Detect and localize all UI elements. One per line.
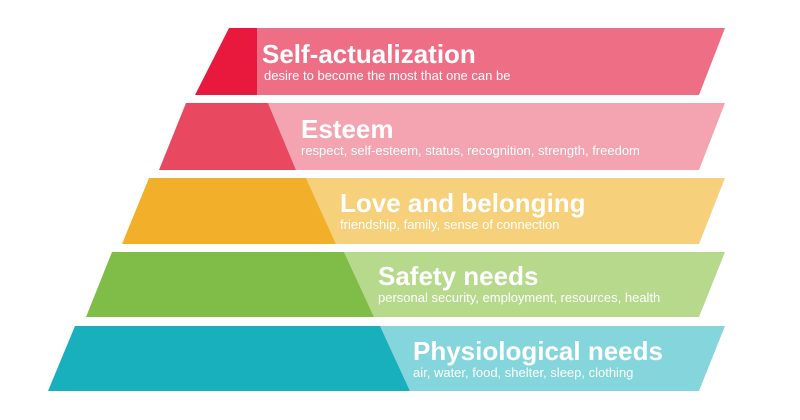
level-description: air, water, food, shelter, sleep, clothi…	[413, 365, 633, 380]
level-title: Safety needs	[378, 261, 538, 291]
level-left-section	[48, 326, 410, 391]
level-title: Physiological needs	[413, 336, 663, 366]
level-right-section	[257, 28, 725, 95]
level-left-section	[122, 178, 336, 244]
level-description: personal security, employment, resources…	[378, 290, 660, 305]
level-description: friendship, family, sense of connection	[340, 217, 559, 232]
level-left-section	[159, 103, 296, 170]
level-title: Self-actualization	[262, 39, 476, 69]
level-title: Love and belonging	[340, 188, 586, 218]
level-left-section	[86, 252, 374, 317]
level-title: Esteem	[301, 114, 394, 144]
level-physiological-needs: Physiological needs air, water, food, sh…	[48, 326, 725, 391]
level-right-section	[380, 326, 725, 391]
level-left-section	[195, 28, 257, 95]
level-description: respect, self-esteem, status, recognitio…	[301, 143, 640, 158]
level-love-and-belonging: Love and belonging friendship, family, s…	[122, 178, 725, 244]
level-esteem: Esteem respect, self-esteem, status, rec…	[159, 103, 725, 170]
level-description: desire to become the most that one can b…	[264, 68, 510, 83]
level-right-section	[306, 178, 725, 244]
level-self-actualization: Self-actualization desire to become the …	[195, 28, 725, 95]
level-safety-needs: Safety needs personal security, employme…	[86, 252, 725, 317]
level-right-section	[344, 252, 725, 317]
level-right-section	[268, 103, 725, 170]
